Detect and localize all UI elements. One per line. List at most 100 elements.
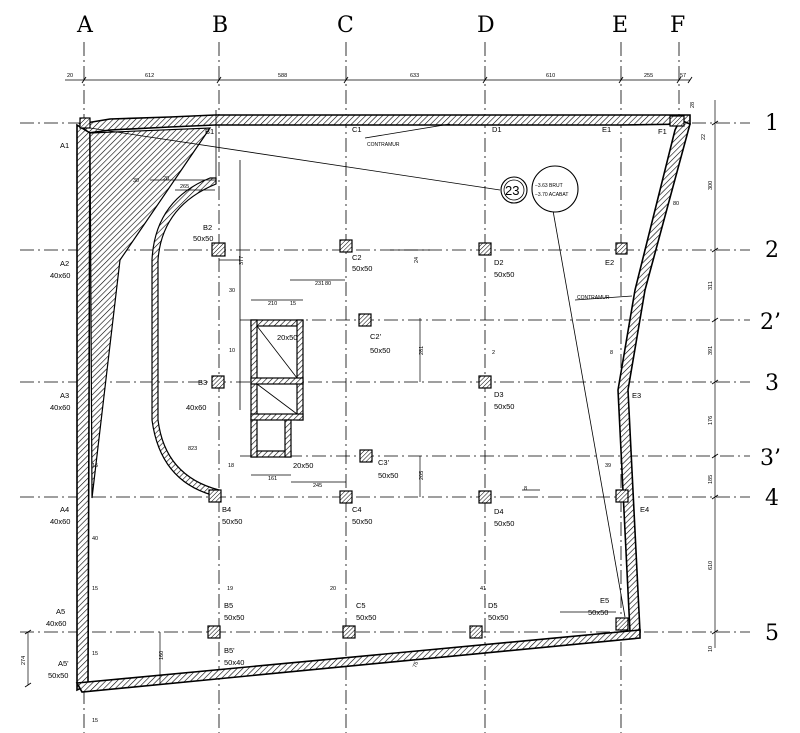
col-D3-size: 50x50 [494, 402, 514, 411]
column-C2p [358, 313, 372, 327]
col-D2-size: 50x50 [494, 270, 514, 279]
misc-dim-15: 2 [492, 350, 495, 356]
col-D1-id: D1 [492, 125, 502, 134]
misc-dim-0: 30 [133, 178, 139, 184]
col-D4-size: 50x50 [494, 519, 514, 528]
contramur-label-right: CONTRAMUR [577, 295, 610, 301]
right-dim-7: 185 [708, 475, 714, 484]
row-axis-labels: 1 2 2’ 3 3’ 4 5 [760, 111, 781, 646]
col-B5-size: 50x50 [224, 613, 244, 622]
col-E5-id: E5 [600, 596, 609, 605]
col-C3p-id: C3' [378, 458, 390, 467]
col-B5-id: B5 [224, 601, 233, 610]
column-E4 [615, 489, 629, 503]
misc-dim-21: 281 [419, 346, 425, 355]
column-A1 [79, 117, 91, 129]
col-B3-size: 40x60 [186, 403, 206, 412]
col-B5p-id: B5' [224, 646, 235, 655]
col-A5-id: A5 [56, 607, 65, 616]
core-label-bottom: 20x50 [293, 461, 313, 470]
column-C4 [339, 490, 353, 504]
col-B4-size: 50x50 [222, 517, 242, 526]
col-A5-size: 40x60 [46, 619, 66, 628]
core-dim-0: 210 [268, 301, 277, 307]
col-D2-id: D2 [494, 258, 504, 267]
col-A2-id: A2 [60, 259, 69, 268]
col-D5-size: 50x50 [488, 613, 508, 622]
perimeter-walls [75, 114, 691, 693]
col-C2-size: 50x50 [352, 264, 372, 273]
column-C5 [342, 625, 356, 639]
col-E2-id: E2 [605, 258, 614, 267]
column-C2 [339, 239, 353, 253]
top-dim-2: 588 [278, 73, 287, 79]
axis-label-4: 4 [765, 486, 779, 511]
col-C2p-size: 50x50 [370, 346, 390, 355]
right-dim-6: 176 [708, 416, 714, 425]
right-dim-1: 22 [701, 134, 707, 140]
axis-label-a: A [76, 13, 94, 38]
misc-dim-3: 377 [239, 256, 245, 265]
col-B2-size: 50x50 [193, 234, 213, 243]
misc-dim-1: 265 [180, 184, 189, 190]
right-dim-9: 10 [708, 646, 714, 652]
level-callout: 23 −3.63 BRUT −3.70 ACABAT [89, 127, 626, 618]
central-core: 20x50 20x50 210 15 231 80 161 245 [250, 279, 346, 489]
right-dim-2: 300 [708, 181, 714, 190]
column-B5 [207, 625, 221, 639]
core-dim-10: 161 [268, 476, 277, 482]
misc-dim-5: 8 [610, 350, 613, 356]
callout-number-circle [500, 176, 528, 204]
misc-dim-17: 18 [228, 463, 234, 469]
col-A5p-size: 50x50 [48, 671, 68, 680]
misc-dim-2: 20 [163, 176, 169, 182]
misc-dim-14: 160 [159, 651, 165, 660]
column-E2 [615, 242, 628, 255]
axis-label-f: F [670, 13, 685, 38]
misc-dim-23: 823 [188, 446, 197, 452]
col-D3-id: D3 [494, 390, 504, 399]
axis-label-2p: 2’ [760, 310, 781, 335]
axis-label-2: 2 [765, 238, 779, 263]
col-B4-id: B4 [222, 505, 231, 514]
callout-level-circle [531, 165, 579, 213]
misc-dim-26: 75 [412, 661, 420, 669]
axis-label-3: 3 [765, 371, 779, 396]
column-B2 [211, 242, 226, 257]
column-F1 [669, 115, 685, 127]
column-axis-labels: A B C D E F [76, 13, 685, 38]
col-A1-id: A1 [60, 141, 69, 150]
col-E4-id: E4 [640, 505, 649, 514]
col-E3-id: E3 [632, 391, 641, 400]
col-A2-size: 40x60 [50, 271, 70, 280]
column-D4 [478, 490, 492, 504]
core-dim-1: 15 [290, 301, 296, 307]
misc-dim-8: 40 [92, 536, 98, 542]
structural-columns [79, 115, 685, 639]
column-D3 [478, 375, 492, 389]
right-dim-3: 311 [708, 281, 714, 290]
col-F1-id: F1 [658, 127, 667, 136]
col-B3-id: B3 [198, 378, 207, 387]
col-C4-id: C4 [352, 505, 362, 514]
axis-label-5: 5 [765, 621, 779, 646]
top-dim-5: 255 [644, 73, 653, 79]
core-dim-3: 80 [325, 281, 331, 287]
misc-dim-7: 15 [92, 463, 98, 469]
col-D5-id: D5 [488, 601, 498, 610]
right-dim-4: 391 [708, 346, 714, 355]
misc-dimensions: 30 265 20 377 24 8 10 15 40 15 15 19 20 … [92, 176, 679, 724]
misc-dim-9: 15 [92, 586, 98, 592]
top-dim-4: 610 [546, 73, 555, 79]
col-B5p-size: 50x40 [224, 658, 244, 667]
col-D4-id: D4 [494, 507, 504, 516]
column-D2 [478, 242, 492, 256]
axis-label-1: 1 [765, 111, 779, 136]
misc-dim-6: 10 [229, 348, 235, 354]
column-E5 [615, 617, 629, 631]
axis-label-c: C [337, 13, 354, 38]
axis-label-3p: 3’ [760, 446, 781, 471]
col-B1-id: B1 [205, 127, 214, 136]
callout-level-acabat: −3.70 ACABAT [535, 192, 568, 198]
left-dimension: 274 [21, 629, 32, 688]
